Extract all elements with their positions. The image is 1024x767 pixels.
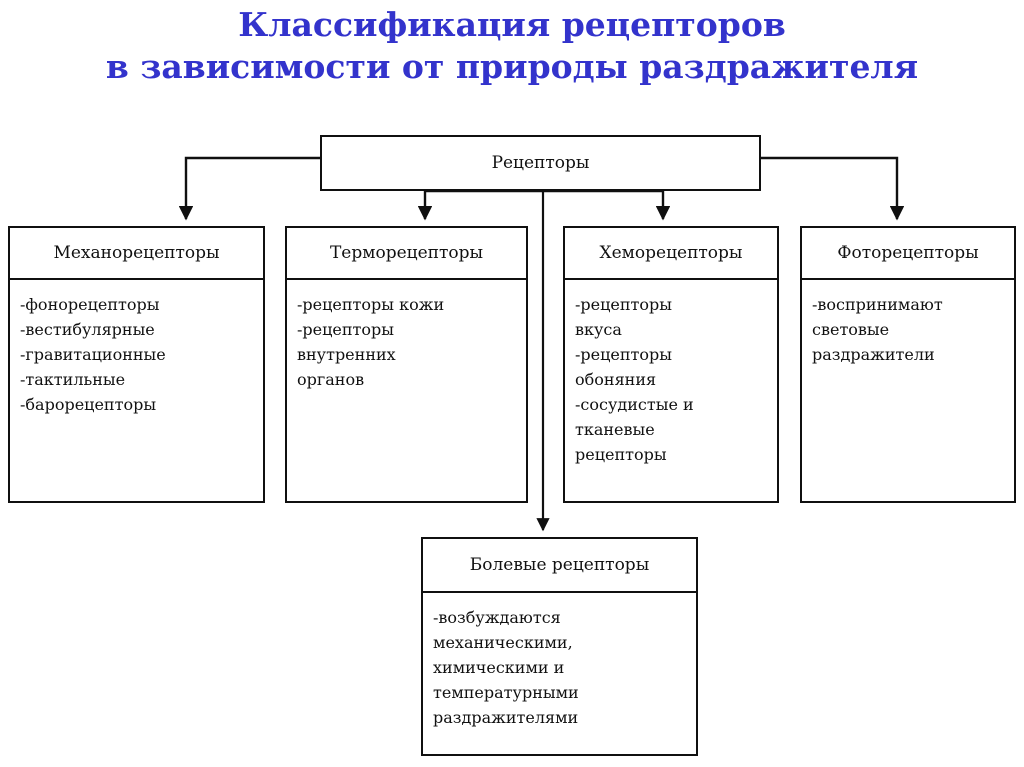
list-item: -рецепторы обоняния [575,345,672,389]
node-thermoreceptors[interactable]: Терморецепторы -рецепторы кожи -рецептор… [285,226,528,503]
node-chemoreceptors[interactable]: Хеморецепторы -рецепторы вкуса -рецептор… [563,226,779,503]
node-mechanoreceptors[interactable]: Механорецепторы -фонорецепторы -вестибул… [8,226,265,503]
node-pain-receptors-header: Болевые рецепторы [423,539,696,593]
node-mechanoreceptors-header: Механорецепторы [10,228,263,280]
node-chemoreceptors-body: -рецепторы вкуса -рецепторы обоняния -со… [565,280,777,501]
list-item: -рецепторы кожи [297,295,445,314]
node-mechanoreceptors-body: -фонорецепторы -вестибулярные -гравитаци… [10,280,263,501]
connector-root-to-mechanoreceptors [178,156,320,221]
node-pain-receptors[interactable]: Болевые рецепторы -возбуждаются механиче… [421,537,698,756]
page-title-line-2: в зависимости от природы раздражителя [105,47,919,86]
page-title: Классификация рецепторов в зависимости о… [0,4,1024,88]
node-chemoreceptors-header: Хеморецепторы [565,228,777,280]
list-item: -тактильные [20,370,126,389]
list-item: -воспринимают световые раздражители [812,295,943,364]
node-thermoreceptors-body: -рецепторы кожи -рецепторы внутренних ор… [287,280,526,501]
list-item: -вестибулярные [20,320,155,339]
node-photoreceptors-header: Фоторецепторы [802,228,1014,280]
list-item: -рецепторы вкуса [575,295,672,339]
list-item: -сосудистые и тканевые рецепторы [575,395,694,464]
node-pain-receptors-body: -возбуждаются механическими, химическими… [423,593,696,754]
connector-root-to-photoreceptors [761,156,905,221]
page-title-line-1: Классификация рецепторов [238,5,786,44]
list-item: -фонорецепторы [20,295,160,314]
list-item: -гравитационные [20,345,166,364]
node-thermoreceptors-header: Терморецепторы [287,228,526,280]
list-item: -барорецепторы [20,395,157,414]
list-item: -возбуждаются механическими, химическими… [433,608,579,727]
list-item: -рецепторы внутренних органов [297,320,396,389]
node-photoreceptors[interactable]: Фоторецепторы -воспринимают световые раз… [800,226,1016,503]
node-photoreceptors-body: -воспринимают световые раздражители [802,280,1014,501]
node-receptors-root-label: Рецепторы [491,153,590,173]
node-receptors-root[interactable]: Рецепторы [320,135,761,191]
